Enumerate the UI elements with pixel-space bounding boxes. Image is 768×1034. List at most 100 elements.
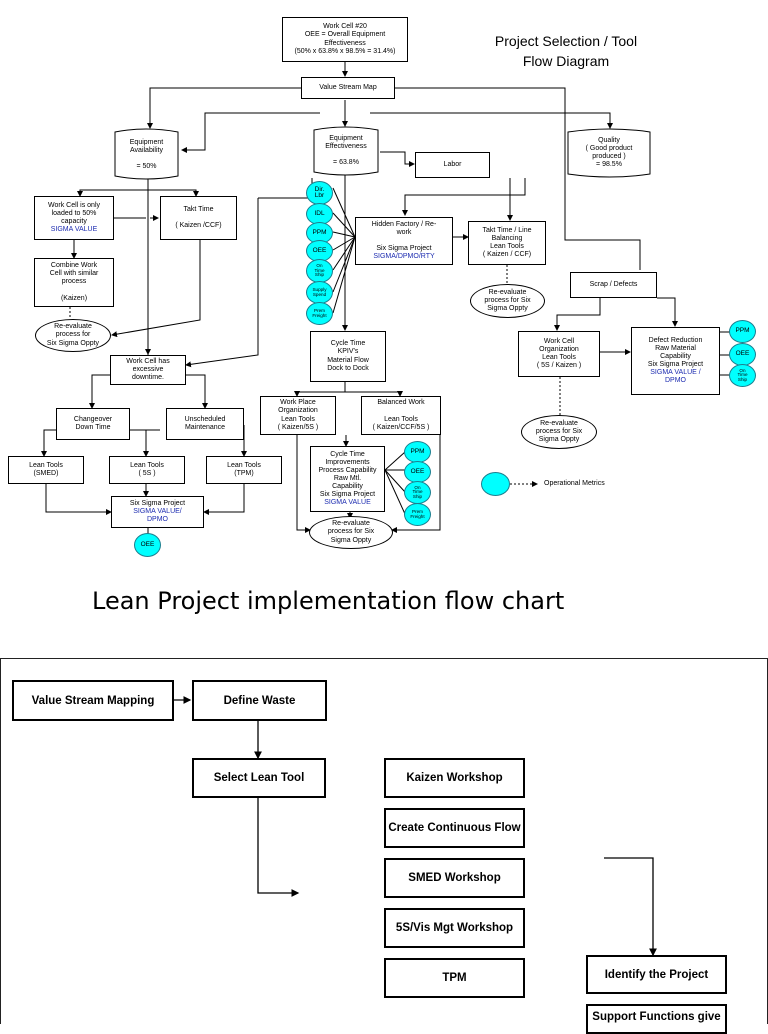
text: ( Kaizen /CCF): [175, 222, 222, 230]
legend-circle: [481, 472, 510, 496]
text: Sigma Oppty: [330, 536, 372, 544]
text: Lean Tools: [29, 461, 63, 469]
text: Organization: [539, 345, 579, 353]
text: Process Capability: [318, 466, 377, 474]
text: Six Sigma Project: [319, 491, 376, 499]
smed-workshop-box: SMED Workshop: [384, 858, 525, 898]
text: process for Six: [484, 296, 531, 304]
text: = 98.5%: [596, 161, 622, 169]
balanced-work-box: Balanced Work Lean Tools ( Kaizen/CCF/5S…: [361, 396, 441, 435]
text: Lean Tools: [281, 415, 315, 423]
text: On: [316, 263, 323, 269]
text: Dir.: [314, 185, 325, 193]
text: Six Sigma Project: [129, 499, 186, 507]
text: Capability: [332, 483, 363, 491]
text: On: [414, 484, 421, 490]
text: Lean Tools: [490, 243, 524, 250]
text: OEE: [410, 467, 425, 475]
text: Six Sigma Project: [647, 361, 704, 368]
text: Equipment: [329, 134, 363, 142]
work-cell-loaded-box: Work Cell is only loaded to 50% capacity…: [34, 196, 114, 240]
text: SIGMA VALUE /: [650, 369, 701, 377]
text: Six Sigma Project: [376, 245, 432, 253]
text: IDL: [314, 209, 325, 217]
text: Work Cell is only: [48, 201, 100, 209]
text: Lean Tools: [130, 461, 164, 469]
lean-flow-chart-title: Lean Project implementation flow chart: [92, 587, 565, 615]
text: Effectiveness: [325, 142, 367, 150]
cycle-time-kpiv-box: Cycle Time KPIV's Material Flow Dock to …: [310, 331, 386, 382]
hidden-factory-box: Hidden Factory / Re- work Six Sigma Proj…: [355, 217, 453, 265]
diagram-title-line1: Project Selection / Tool: [494, 33, 638, 49]
text: = 50%: [136, 163, 157, 171]
text: Six Sigma Oppty: [46, 339, 100, 347]
text: Takt Time: [183, 205, 214, 213]
text: Changeover: [73, 415, 113, 423]
text: ( Kaizen/5S ): [277, 423, 319, 431]
text: excessive: [132, 365, 164, 373]
work-cell-downtime-box: Work Cell has excessive downtime.: [110, 355, 186, 385]
lean-tools-tpm-box: Lean Tools (TPM): [206, 456, 282, 484]
takt-line-balancing-box: Takt Time / Line Balancing Lean Tools ( …: [468, 221, 546, 265]
equipment-availability-tape: Equipment Availability = 50%: [115, 130, 178, 180]
text: ( Kaizen / CCF): [482, 251, 532, 259]
text: Takt Time / Line: [482, 226, 532, 234]
text: SIGMA VALUE/: [133, 507, 182, 515]
text: ( Good product: [585, 144, 633, 152]
reevaluate-oval-2: Re-evaluate process for Six Sigma Oppty: [470, 284, 545, 318]
text: Balanced Work: [377, 399, 425, 407]
text: Unscheduled: [184, 415, 226, 423]
metric-dir-lbr: Dir.Lbr: [306, 181, 333, 205]
text: [146, 155, 148, 163]
text: Labor: [443, 160, 462, 168]
diagram-title: Project Selection / Tool Flow Diagram: [466, 32, 666, 71]
support-functions-box: Support Functions give: [586, 1004, 727, 1034]
defect-reduction-box: Defect Reduction Raw Material Capability…: [631, 327, 720, 395]
text: SIGMA VALUE: [324, 499, 371, 507]
text: Ship: [314, 272, 325, 278]
text: DPMO: [147, 516, 168, 524]
text: Combine Work: [50, 262, 98, 270]
text: process for Six: [327, 528, 375, 536]
value-stream-mapping-box: Value Stream Mapping: [12, 680, 174, 721]
text: OEE = Overall Equipment: [304, 31, 386, 39]
equipment-effectiveness-tape: Equipment Effectiveness = 63.8%: [314, 128, 378, 174]
text: Work Cell has: [126, 357, 170, 365]
combine-work-cell-box: Combine Work Cell with similar process (…: [34, 258, 114, 307]
metric-ppm-mid: PPM: [404, 441, 431, 463]
text: process for Six: [535, 427, 583, 435]
unscheduled-maintenance-box: Unscheduled Maintenance: [166, 408, 244, 440]
text: Down Time: [75, 424, 111, 431]
text: [400, 407, 402, 415]
text: Value Stream Map: [319, 83, 377, 91]
text: ( Kaizen/CCF/5S ): [372, 423, 430, 431]
text: Raw Material: [655, 344, 696, 352]
work-cell-organization-box: Work Cell Organization Lean Tools ( 5S /…: [518, 331, 600, 377]
text: Maintenance: [184, 424, 226, 431]
text: Raw Mtl.: [333, 474, 362, 482]
text: loaded to 50%: [51, 209, 97, 217]
text: Availability: [130, 146, 163, 154]
tpm-box: TPM: [384, 958, 525, 998]
text: (Kaizen): [60, 294, 88, 302]
text: Defect Reduction: [648, 336, 703, 344]
text: [73, 287, 75, 295]
metric-ppm-right: PPM: [729, 320, 756, 343]
text: Re-evaluate: [332, 520, 370, 528]
text: = 63.8%: [333, 159, 359, 167]
text: Work Cell: [543, 337, 575, 345]
text: [403, 237, 405, 245]
text: process for: [55, 331, 91, 339]
text: Re-evaluate: [488, 288, 527, 296]
text: Effectiveness: [324, 39, 366, 47]
text: Prem: [412, 508, 423, 514]
text: [198, 214, 200, 222]
text: ( 5S ): [138, 470, 156, 477]
text: (50% x 63.8% x 98.5% = 31.4%): [294, 47, 396, 55]
metric-oee-mid: OEE: [404, 461, 431, 483]
metric-oee-bottom: OEE: [134, 533, 161, 557]
select-lean-tool-box: Select Lean Tool: [192, 758, 326, 798]
